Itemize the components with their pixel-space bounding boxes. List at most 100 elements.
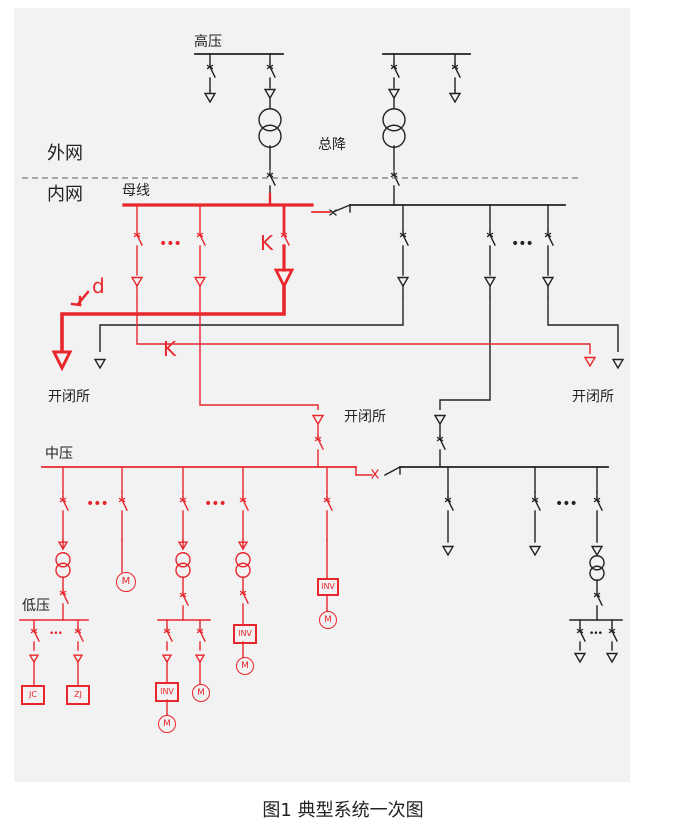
- breaker-symbol: [182, 594, 189, 606]
- breaker-x-mark: [531, 497, 539, 503]
- transformer-icon: [258, 108, 282, 132]
- breaker-x-mark: [280, 232, 288, 238]
- breaker-x-mark: [266, 172, 274, 178]
- transformer-icon: [382, 124, 406, 148]
- fault-d-label: d: [92, 274, 105, 298]
- switching-station-center-label: 开闭所: [344, 409, 386, 425]
- breaker-symbol: [166, 630, 173, 642]
- breaker-x-mark: [544, 232, 552, 238]
- inverter-box: INV: [155, 682, 179, 702]
- breaker-x-mark: [486, 232, 494, 238]
- load-arrow-icon: [387, 88, 401, 100]
- load-arrow-icon: [161, 654, 173, 664]
- breaker-symbol: [611, 630, 618, 642]
- breaker-x-mark: [390, 172, 398, 178]
- load-arrow-icon: [194, 654, 206, 664]
- feeder-to-left-station: [99, 296, 404, 352]
- motor-icon: M: [192, 684, 210, 702]
- breaker-symbol: [269, 66, 276, 78]
- breaker-symbol: [242, 499, 249, 511]
- breaker-x-mark: [179, 592, 187, 598]
- breaker-symbol: [199, 234, 206, 246]
- breaker-symbol: [62, 592, 69, 604]
- breaker-x-mark: [118, 497, 126, 503]
- medium-voltage-label: 中压: [45, 446, 73, 462]
- ellipsis-mv-1: •••: [86, 496, 109, 512]
- breaker-x-mark: [196, 628, 204, 634]
- load-arrow-icon: [237, 541, 249, 551]
- transformer-icon: [235, 562, 251, 578]
- transformer-icon: [235, 552, 251, 568]
- transformer-icon: [589, 555, 605, 571]
- breaker-x-mark: [30, 628, 38, 634]
- breaker-symbol: [579, 630, 586, 642]
- load-arrow-icon: [72, 654, 84, 664]
- breaker-x-mark: [323, 497, 331, 503]
- load-arrow-icon: [203, 92, 217, 104]
- diagram-panel: [14, 8, 630, 782]
- breaker-symbol: [242, 592, 249, 604]
- ellipsis-red-bus: •••: [159, 236, 182, 252]
- load-arrow-icon: [441, 545, 455, 557]
- breaker-symbol: [136, 234, 143, 246]
- load-arrow-icon: [311, 414, 325, 426]
- breaker-symbol: [62, 499, 69, 511]
- inverter-box: INV: [233, 624, 257, 644]
- red-network: [19, 192, 597, 716]
- ellipsis-lv-right: •••: [589, 629, 603, 639]
- figure-caption: 图1 典型系统一次图: [262, 800, 424, 821]
- load-arrow-icon: [583, 356, 597, 368]
- load-arrow-icon: [541, 276, 555, 288]
- load-arrow-icon: [433, 414, 447, 426]
- breaker-symbol: [447, 499, 454, 511]
- breaker-x-mark: [576, 628, 584, 634]
- breaker-x-mark: [593, 592, 601, 598]
- breaker-x-mark: [608, 628, 616, 634]
- load-arrow-icon: [483, 276, 497, 288]
- breaker-x-mark: [329, 209, 337, 216]
- feeder-k-path: [136, 296, 591, 354]
- breaker-symbol: [596, 594, 603, 606]
- load-arrow-icon: [396, 276, 410, 288]
- load-arrow-icon: [57, 541, 69, 551]
- load-arrow-icon: [177, 541, 189, 551]
- load-arrow-icon: [130, 276, 144, 288]
- breaker-symbol: [269, 174, 276, 186]
- motor-icon: M: [158, 715, 176, 733]
- main-step-down-label: 总降: [318, 137, 346, 153]
- load-box-jc: JC: [21, 685, 45, 705]
- breaker-x-mark: [399, 232, 407, 238]
- transformer-icon: [589, 565, 605, 581]
- breaker-x-mark: [266, 64, 274, 70]
- transformer-icon: [55, 562, 71, 578]
- load-arrow-icon: [611, 358, 625, 370]
- feeder-to-center-station: [199, 296, 319, 410]
- fault-current-path: [60, 286, 286, 352]
- fault-k-label-1: K: [260, 231, 274, 255]
- high-voltage-label: 高压: [194, 34, 222, 50]
- switching-station-right-label: 开闭所: [572, 389, 614, 405]
- ellipsis-mv-3: •••: [555, 496, 578, 512]
- breaker-symbol: [33, 630, 40, 642]
- motor-icon: M: [116, 572, 136, 592]
- breaker-symbol: [454, 66, 461, 78]
- breaker-symbol: [121, 499, 128, 511]
- breaker-symbol: [534, 499, 541, 511]
- breaker-symbol: [326, 499, 333, 511]
- breaker-x-mark: [59, 590, 67, 596]
- breaker-x-mark: [239, 497, 247, 503]
- breaker-symbol: [209, 66, 216, 78]
- motor-icon: M: [319, 611, 337, 629]
- feeder-to-center-station: [439, 296, 491, 410]
- fault-k-label-2: K: [163, 337, 177, 361]
- single-line-diagram: [19, 53, 625, 716]
- breaker-x-mark: [74, 628, 82, 634]
- load-arrow-icon: [528, 545, 542, 557]
- transformer-icon: [55, 552, 71, 568]
- breaker-symbol: [182, 499, 189, 511]
- breaker-symbol: [393, 66, 400, 78]
- inverter-box: INV: [317, 578, 339, 596]
- transformer-icon: [175, 552, 191, 568]
- transformer-icon: [175, 562, 191, 578]
